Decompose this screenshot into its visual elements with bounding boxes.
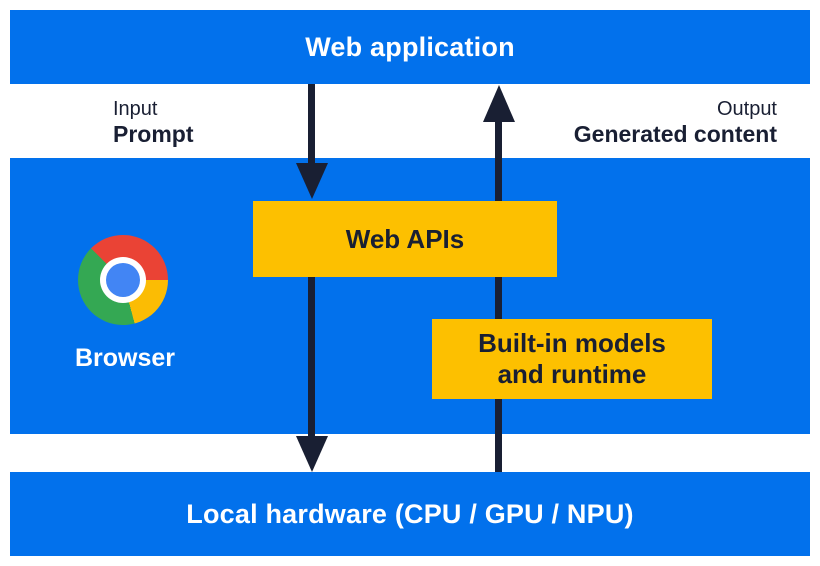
web-apis-box: Web APIs — [253, 201, 557, 277]
chrome-logo-center — [106, 263, 140, 297]
browser-label: Browser — [74, 344, 176, 372]
generated-content-label: Generated content — [573, 121, 777, 147]
web-apis-label: Web APIs — [345, 223, 465, 254]
prompt-arrow-line-lower — [308, 277, 315, 439]
prompt-arrowhead-to-hardware — [296, 436, 328, 472]
chrome-logo-ring — [100, 257, 146, 303]
builtin-models-box: Built-in models and runtime — [432, 319, 712, 399]
output-caption: Output — [716, 98, 777, 120]
output-arrowhead-to-web-app — [483, 85, 515, 122]
prompt-arrow-line-upper — [308, 84, 315, 168]
prompt-arrowhead-to-web-apis — [296, 163, 328, 199]
local-hardware-label: Local hardware (CPU / GPU / NPU) — [186, 498, 634, 529]
prompt-label: Prompt — [113, 121, 194, 147]
web-application-label: Web application — [305, 31, 515, 62]
builtin-models-line1: Built-in models — [478, 328, 666, 358]
input-caption: Input — [113, 98, 158, 120]
web-application-bar: Web application — [10, 10, 810, 84]
input-annotation: Input Prompt — [113, 97, 194, 147]
output-arrow-line — [495, 118, 502, 472]
builtin-models-line2: and runtime — [497, 359, 647, 389]
chrome-logo-icon — [78, 235, 168, 325]
local-hardware-bar: Local hardware (CPU / GPU / NPU) — [10, 472, 810, 556]
output-annotation: Output Generated content — [574, 97, 777, 147]
